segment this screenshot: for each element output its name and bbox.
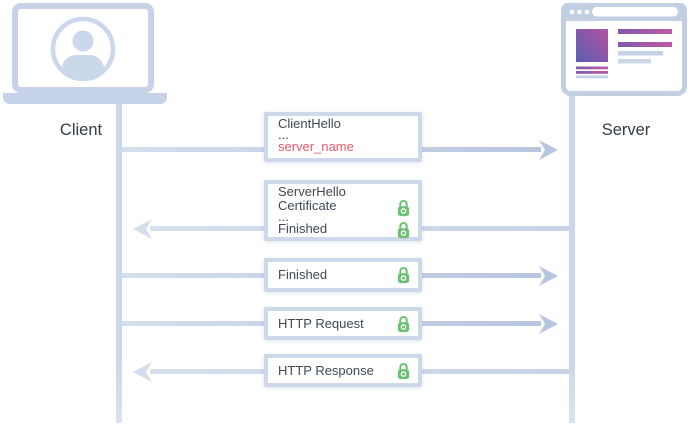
arrow-right-icon (539, 266, 558, 286)
laptop-user-icon (2, 0, 168, 111)
lock-icon (396, 314, 411, 333)
message-box-finished: Finished (264, 258, 422, 292)
message-line-ellipsis: ... (278, 209, 289, 224)
lock-icon (396, 220, 411, 239)
message-line: ServerHello (278, 184, 346, 199)
message-box-http-request: HTTP Request (264, 307, 422, 340)
arrow-left-icon (133, 362, 152, 382)
message-line: ClientHello (278, 116, 341, 131)
client-lifeline (116, 100, 122, 423)
message-line: Finished (278, 221, 328, 236)
server-lifeline (569, 92, 575, 423)
message-line: Certificate (278, 198, 337, 213)
message-box-server-hello: ServerHello Certificate ... Finished (264, 180, 422, 241)
message-line: HTTP Request (278, 315, 364, 331)
message-line-ellipsis: ... (278, 127, 289, 142)
lock-icon (396, 361, 411, 380)
arrow-left-icon (133, 219, 152, 239)
lock-icon (396, 198, 411, 217)
lock-icon (396, 265, 411, 284)
arrow-right-icon (539, 314, 558, 334)
message-line: Finished (278, 267, 328, 282)
server-label: Server (601, 121, 651, 139)
message-line: HTTP Response (278, 362, 374, 378)
message-box-http-response: HTTP Response (264, 354, 422, 387)
message-line-server-name: server_name (278, 139, 354, 154)
message-box-client-hello: ClientHello ... server_name (264, 112, 422, 162)
client-label: Client (59, 121, 103, 139)
arrow-right-icon (539, 140, 558, 160)
browser-window-icon (558, 0, 690, 105)
